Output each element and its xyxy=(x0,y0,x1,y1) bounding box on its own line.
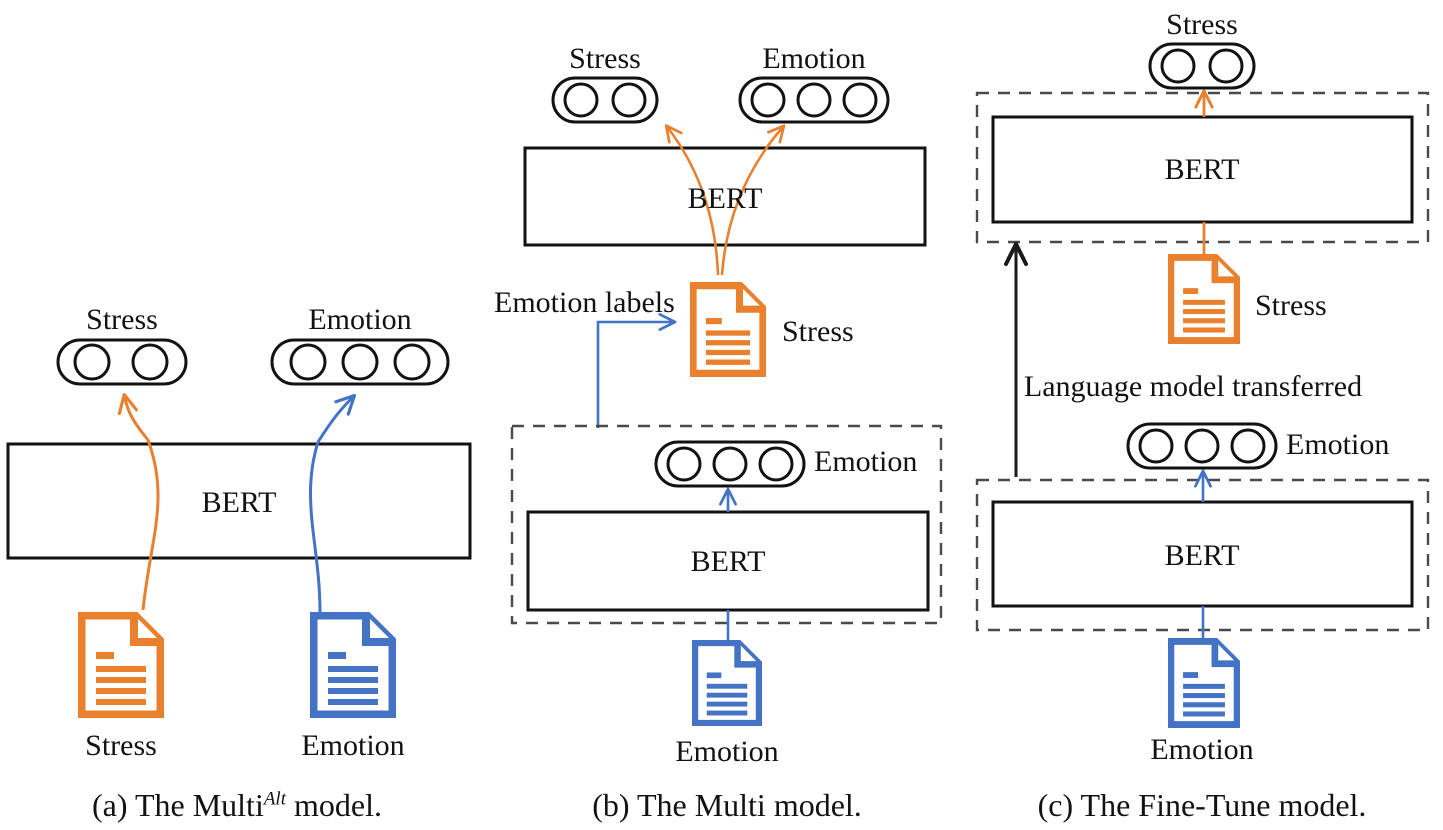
panel-b-inner-encoder-label: BERT xyxy=(690,545,766,578)
panel-c-emotion-document-label: Emotion xyxy=(1150,733,1254,766)
panel-c-stress-head-pill xyxy=(1148,42,1256,90)
panel-b-emotion-document-label: Emotion xyxy=(675,735,779,768)
panel-c-bottom-encoder-label: BERT xyxy=(1164,539,1240,572)
panel-c-bottom-encoder-box xyxy=(991,500,1414,608)
panel-b-caption: (b) The Multi model. xyxy=(592,787,862,823)
panel-b-stress-head-pill xyxy=(551,76,659,124)
panel-b-pretrain-dashed-box xyxy=(510,424,943,625)
panel-a-stress-arrow xyxy=(117,393,160,611)
panel-c-stress-document-label: Stress xyxy=(1255,289,1327,322)
panel-b-emotion-fan-arrow xyxy=(720,124,786,276)
panel-b-stress-fan-arrow xyxy=(664,124,720,276)
panel-a-caption-superscript: Alt xyxy=(263,788,286,810)
panel-a-emotion-document-label: Emotion xyxy=(301,729,405,762)
panel-a-stress-head-pill xyxy=(56,338,188,386)
panel-b-top-encoder-box xyxy=(523,146,927,247)
panel-b-inner-encoder-box xyxy=(526,510,930,612)
panel-a-emotion-head-pill xyxy=(270,338,450,386)
panel-b-emotion-labels-arrow xyxy=(596,313,677,428)
panel-b-emotion-document-icon xyxy=(695,642,760,723)
panel-c-stress-head-label: Stress xyxy=(1166,8,1238,41)
panel-a-emotion-document-icon xyxy=(313,615,393,715)
panel-a-encoder-box xyxy=(6,442,472,560)
panel-b-inner-emotion-pill xyxy=(654,440,806,488)
panel-b-graphics xyxy=(510,76,943,724)
panel-b-emotion-head-pill xyxy=(738,76,890,124)
panel-c-emotion-head-label: Emotion xyxy=(1286,428,1390,461)
panel-b-inner-emotion-label: Emotion xyxy=(814,445,918,478)
panel-c-top-encoder-box xyxy=(991,115,1414,224)
panel-a-stress-document-icon xyxy=(81,615,161,715)
panel-a-caption: (a) The MultiAlt model. xyxy=(92,789,382,821)
panel-c-emotion-head-pill xyxy=(1126,422,1278,470)
panel-b-stress-head-label: Stress xyxy=(569,42,641,75)
panel-b-emotion-head-label: Emotion xyxy=(762,42,866,75)
panel-a-emotion-head-label: Emotion xyxy=(308,303,412,336)
panel-c-emotion-document-icon xyxy=(1171,641,1238,725)
panel-a-emotion-arrow xyxy=(309,393,357,613)
panel-b-stress-document-label: Stress xyxy=(782,315,854,348)
panel-b-stress-document-icon xyxy=(693,285,764,373)
panel-a-encoder-label: BERT xyxy=(201,486,277,519)
panel-a-stress-head-label: Stress xyxy=(86,303,158,336)
panel-c-stress-document-icon xyxy=(1171,257,1238,341)
panel-a-caption-suffix: model. xyxy=(286,787,382,823)
panel-b-emotion-labels-annotation: Emotion labels xyxy=(494,286,675,319)
panel-c-transfer-annotation: Language model transferred xyxy=(1023,370,1363,403)
panel-c-top-encoder-label: BERT xyxy=(1164,153,1240,186)
panel-c-graphics xyxy=(975,42,1430,725)
panel-b-top-encoder-label: BERT xyxy=(687,182,763,215)
panel-a-graphics xyxy=(6,338,472,715)
panel-a-stress-document-label: Stress xyxy=(85,729,157,762)
panel-a-caption-prefix: (a) The Multi xyxy=(92,787,264,823)
panel-c-caption: (c) The Fine-Tune model. xyxy=(1037,787,1367,823)
panel-c-finetune-dashed-box xyxy=(975,91,1430,244)
